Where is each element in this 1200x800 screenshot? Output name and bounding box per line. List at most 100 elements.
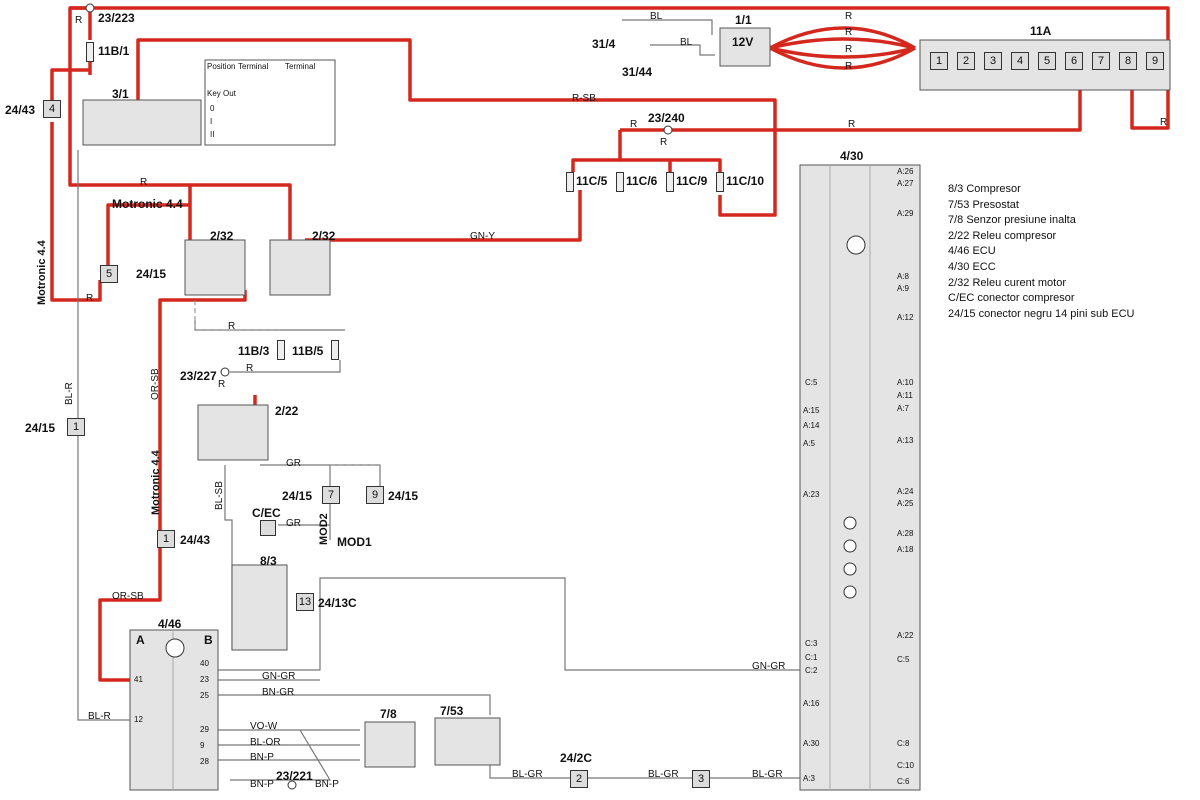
pin-11a-6: 6 [1065, 52, 1083, 70]
ecc-pin: C:2 [805, 666, 818, 675]
wire-label-r9: R [140, 177, 148, 188]
ecc-pin: A:24 [897, 487, 914, 496]
wire-dashed-1 [194, 300, 280, 331]
fuse-11c5 [566, 172, 574, 192]
ecc-pin: A:10 [897, 378, 914, 387]
wire-r-23-227 [230, 360, 341, 373]
wire-label-bnp2: BN-P [250, 779, 274, 790]
ecc-pin: A:8 [897, 272, 910, 281]
table-row-1: I [210, 117, 213, 126]
ecc-pin: C:1 [805, 653, 818, 662]
ecc-pin: A:3 [803, 774, 816, 783]
wire-24-43-left [50, 68, 90, 100]
ecc-pin: C:5 [805, 378, 818, 387]
label-11b3: 11B/3 [238, 344, 270, 358]
legend-item: 24/15 conector negru 14 pini sub ECU [948, 307, 1135, 320]
ecc-pin: A:27 [897, 179, 914, 188]
wire-label-orsb-v: OR-SB [150, 368, 161, 400]
ecc-pin: C:3 [805, 639, 818, 648]
label-11b1: 11B/1 [98, 44, 130, 58]
ecu-pin: 28 [200, 757, 209, 766]
label-2-32b: 2/32 [312, 229, 336, 243]
wire-label-bl2: BL [680, 37, 693, 48]
ecc-pin: A:16 [803, 699, 820, 708]
pin-24-15-b: 9 [366, 486, 384, 504]
label-11c5: 11C/5 [576, 174, 608, 188]
legend: 8/3 Compresor 7/53 Presostat 7/8 Senzor … [948, 182, 1135, 322]
label-motronic-v1: Motronic 4.4 [36, 240, 48, 305]
label-31-44: 31/44 [622, 65, 653, 79]
ecc-pin: A:5 [803, 439, 816, 448]
label-11c6: 11C/6 [626, 174, 658, 188]
label-24-2c: 24/2C [560, 751, 593, 765]
fuse-11c6 [616, 172, 624, 192]
label-mod1: MOD1 [337, 535, 372, 549]
pin-11a-3: 3 [984, 52, 1002, 70]
table-h-terminal1: Terminal [238, 62, 269, 71]
table-h-terminal2: Terminal [285, 62, 316, 71]
wire-orsb-down [98, 320, 162, 682]
ecc-pin: A:29 [897, 209, 914, 218]
ecc-pin: A:13 [897, 436, 914, 445]
wire-label-gny: GN-Y [470, 231, 495, 242]
wire-label-vow: VO-W [250, 721, 278, 732]
table-row-0: 0 [210, 104, 215, 113]
ecc-pin: A:7 [897, 404, 910, 413]
pin-11a-8: 8 [1119, 52, 1137, 70]
sensor-7-53-box [434, 717, 501, 766]
ecc-pin: C:6 [897, 777, 910, 786]
ecc-pin: C:8 [897, 739, 910, 748]
wire-label-r10: R [86, 293, 94, 304]
label-23-227: 23/227 [180, 369, 217, 383]
pin-cec [260, 520, 276, 536]
legend-item: 2/22 Releu compresor [948, 229, 1057, 242]
ecc-pin: A:25 [897, 499, 914, 508]
pin-11a-9: 9 [1146, 52, 1164, 70]
label-2-32a: 2/32 [210, 229, 234, 243]
wire-label-rsb: R-SB [572, 93, 596, 104]
pin-11a-4: 4 [1011, 52, 1029, 70]
ecc-panel [799, 164, 921, 791]
wire-label-blr-v: BL-R [64, 382, 75, 405]
wire-11c10-down [718, 195, 735, 217]
wire-label-r12: R [246, 363, 254, 374]
fuse-11b3 [277, 340, 285, 360]
label-24-15-left: 24/15 [25, 421, 56, 435]
label-23-240: 23/240 [648, 111, 685, 125]
pin-conn3: 3 [692, 770, 710, 788]
wire-label-blgr1: BL-GR [512, 769, 543, 780]
wire-motronic-down [106, 203, 190, 265]
wire-label-blgr2: BL-GR [648, 769, 679, 780]
wire-label-bl1: BL [650, 11, 663, 22]
legend-item: 7/53 Presostat [948, 198, 1019, 211]
wire-gngr1 [215, 577, 805, 671]
wire-blr [77, 150, 130, 721]
wire-label-r4: R [845, 44, 853, 55]
wire-bnp2 [230, 729, 332, 781]
legend-item: 4/46 ECU [948, 245, 996, 258]
label-motronic-v2: Motronic 4.4 [150, 450, 162, 515]
pin-24-43-top: 4 [43, 100, 61, 118]
ecc-pin: A:11 [897, 391, 913, 400]
ecu-pin: 41 [134, 675, 143, 684]
relay-2-22-box [197, 404, 269, 461]
battery-cable-2 [769, 37, 916, 50]
label-23-221: 23/221 [276, 769, 313, 783]
label-24-13c: 24/13C [318, 596, 357, 610]
wire-label-blgr3: BL-GR [752, 769, 783, 780]
ecu-pin: 29 [200, 725, 209, 734]
pin-24-15-mid: 5 [100, 265, 118, 283]
pin-24-2c: 2 [570, 770, 588, 788]
wire-label-gr1: GR [286, 458, 301, 469]
table-row-keyout: Key Out [207, 89, 236, 98]
ecc-pin: A:12 [897, 313, 914, 322]
wire-label-bnp1: BN-P [250, 752, 274, 763]
label-11c10: 11C/10 [726, 174, 765, 188]
label-24-15-a: 24/15 [282, 489, 313, 503]
wire-top-right [70, 6, 1170, 130]
ecc-pin: A:23 [803, 490, 820, 499]
label-24-15-mid: 24/15 [136, 267, 167, 281]
ecc-pin: A:18 [897, 545, 914, 554]
battery-cable-1 [769, 26, 916, 50]
wire-11c-bus [571, 130, 622, 172]
